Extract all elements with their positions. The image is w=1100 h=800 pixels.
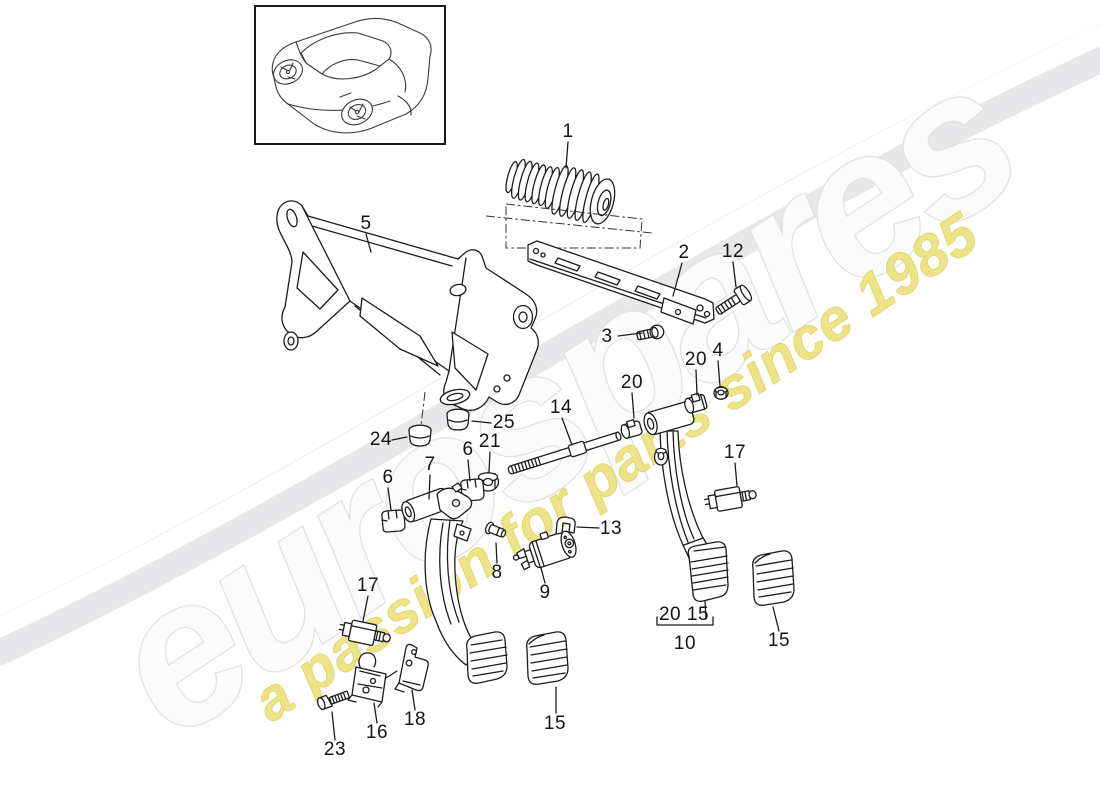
part-17-switch-right: [704, 486, 757, 512]
part-4-nut: [713, 386, 729, 400]
part-14-push-rod: [507, 431, 622, 475]
callout-20-15-group: 20 15: [658, 604, 710, 625]
callout-6-upper: 6: [462, 439, 474, 460]
part-16-bracket: [347, 652, 387, 708]
part-17-switch-left: [338, 619, 391, 646]
callout-20-left: 20: [620, 372, 644, 393]
callout-2: 2: [678, 242, 690, 263]
callout-6-lower: 6: [382, 467, 394, 488]
part-13-clip: [555, 516, 576, 535]
callout-20-mid: 20: [684, 349, 708, 370]
part-20-bushing-left: [620, 419, 643, 439]
phantom-outline: [485, 203, 653, 249]
part-12-bolt: [715, 284, 753, 315]
part-5-pedal-bracket: [276, 200, 539, 427]
part-6-clamp-lower: [381, 509, 406, 533]
part-18-bracket: [394, 643, 429, 693]
callout-17-left: 17: [356, 575, 380, 596]
callout-24: 24: [369, 429, 393, 450]
leader-lines: [331, 141, 780, 741]
part-10-brake-pedal: [643, 401, 729, 602]
part-15-pad-center: [526, 631, 569, 685]
callout-7: 7: [424, 454, 436, 475]
callout-15-center: 15: [543, 713, 567, 734]
part-25-buffer: [446, 408, 470, 431]
callout-16: 16: [365, 722, 389, 743]
callout-14: 14: [549, 397, 573, 418]
callout-21: 21: [478, 431, 502, 452]
callout-4: 4: [712, 340, 724, 361]
part-23-bolt: [316, 690, 350, 711]
part-7-clutch-pedal: [401, 482, 508, 684]
callout-10: 10: [673, 633, 697, 654]
part-9-spring-cylinder: [512, 530, 577, 571]
callout-15-right: 15: [767, 630, 791, 651]
callout-12: 12: [721, 241, 745, 262]
callout-9: 9: [539, 582, 551, 603]
callout-13: 13: [599, 518, 623, 539]
part-3-bolt: [636, 324, 665, 341]
part-1-bellows: [504, 157, 616, 225]
car-thumbnail: [254, 5, 446, 145]
part-2-mount-bar: [527, 240, 715, 325]
callout-23: 23: [323, 739, 347, 760]
part-24-buffer: [408, 424, 432, 447]
callout-1: 1: [562, 121, 574, 142]
callout-3: 3: [601, 326, 613, 347]
callout-25: 25: [492, 412, 516, 433]
part-15-pad-right: [752, 550, 795, 606]
part-8-pin: [484, 521, 507, 538]
callout-5: 5: [360, 213, 372, 234]
callout-17-right: 17: [723, 442, 747, 463]
callout-18: 18: [403, 709, 427, 730]
callout-8: 8: [491, 562, 503, 583]
part-20-bushing-mid: [684, 392, 708, 414]
